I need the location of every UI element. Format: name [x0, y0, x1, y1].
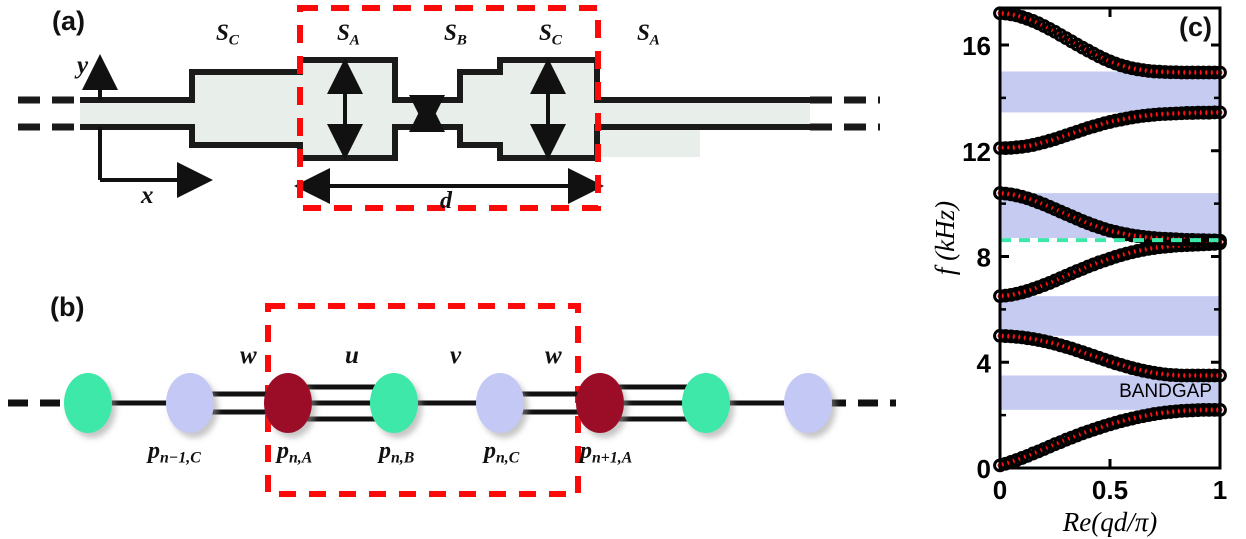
- site-b-2: [682, 373, 730, 433]
- waveguide-body: [80, 60, 810, 158]
- site-label-pn-c-sub: n,C: [496, 449, 520, 467]
- section-label-sc-1-sub: C: [228, 31, 239, 49]
- site-a-1: [576, 373, 624, 433]
- section-label-sc-1: SC: [216, 20, 239, 49]
- site-label-pn-b-sub: n,B: [391, 449, 415, 467]
- coupling-label-v: v: [450, 342, 462, 369]
- site-label-pn-a: pn,A: [277, 438, 312, 467]
- right-dashed-continuation: [810, 96, 880, 131]
- site-label-pn-c: pn,C: [484, 438, 519, 467]
- section-label-sa-1: SA: [337, 20, 360, 49]
- section-label-sb-sub: B: [456, 31, 467, 49]
- section-label-sc-2: SC: [539, 20, 562, 49]
- site-label-pn1-a-sub: n+1,A: [592, 449, 633, 467]
- panel-b-svg: [8, 303, 896, 497]
- section-label-sa-1-sub: A: [349, 31, 360, 49]
- axis-layer: [998, 6, 1222, 470]
- y-axis-title-group: f (kHz): [930, 201, 960, 275]
- site-label-pn-a-sub: n,A: [289, 449, 313, 467]
- y-tick-label-2: 8: [977, 243, 991, 273]
- panel-b-label: (b): [50, 292, 85, 322]
- panel-c-band-structure: 0 4 8 12 16 0 0.5 1 BANDGAP (c) Re(qd/π) f (kHz…: [930, 0, 1246, 539]
- site-label-pn1-a: pn+1,A: [580, 438, 632, 467]
- section-label-sa-1-base: S: [337, 20, 350, 45]
- coupling-label-w-1: w: [240, 342, 257, 369]
- waveguide-outline-top: [80, 57, 810, 103]
- section-label-sb-base: S: [444, 20, 457, 45]
- section-label-sa-2-sub: A: [649, 31, 660, 49]
- site-group: [64, 373, 832, 433]
- y-axis-label-a: y: [77, 52, 89, 79]
- site-label-pn-a-base: p: [277, 438, 289, 464]
- bond-group: [8, 384, 896, 422]
- x-axis-title: Re(qd/π): [1062, 507, 1158, 537]
- x-tick-label-1: 0.5: [1092, 475, 1128, 505]
- panel-a-label: (a): [52, 6, 85, 36]
- section-label-sa-2-base: S: [637, 20, 650, 45]
- x-tick-label-2: 1: [1213, 475, 1227, 505]
- coordinate-axes: [82, 54, 213, 198]
- panel-a-waveguide: (a) SC SA SB SC SA y x d: [0, 0, 920, 270]
- y-axis-title: f (kHz): [930, 201, 960, 275]
- bandgap-caption: BANDGAP: [1119, 381, 1212, 402]
- site-b-0: [64, 373, 112, 433]
- section-label-sb: SB: [444, 20, 467, 49]
- section-label-sa-2: SA: [637, 20, 660, 49]
- site-label-pn-b-base: p: [379, 438, 391, 464]
- site-c-2: [784, 373, 832, 433]
- site-label-pn-1-c-base: p: [148, 438, 160, 464]
- unit-cell-box-b: [265, 303, 581, 497]
- site-label-pn1-a-base: p: [580, 438, 592, 464]
- left-dashed-continuation: [18, 96, 80, 131]
- panel-c-label: (c): [1179, 12, 1212, 42]
- y-tick-label-3: 12: [962, 137, 991, 167]
- coupling-label-w-2: w: [545, 342, 562, 369]
- panel-b-ssh-chain: (b) w u v w pn−1,C pn,A pn,B pn,C pn+1,A: [0, 270, 920, 539]
- site-a-0: [264, 373, 312, 433]
- site-label-pn-c-base: p: [484, 438, 496, 464]
- y-tick-label-1: 4: [977, 348, 992, 378]
- site-c-1: [476, 373, 524, 433]
- section-label-sc-1-base: S: [216, 20, 229, 45]
- site-label-pn-1-c: pn−1,C: [148, 438, 201, 467]
- section-label-sc-2-sub: C: [551, 31, 562, 49]
- tick-label-layer: 0 4 8 12 16 0 0.5 1: [962, 31, 1227, 505]
- site-label-pn-b: pn,B: [379, 438, 414, 467]
- waveguide-outline-bottom: [80, 124, 810, 161]
- x-tick-label-0: 0: [993, 475, 1007, 505]
- site-c-0: [166, 373, 214, 433]
- coupling-label-u: u: [345, 342, 359, 369]
- panel-a-svg: [18, 5, 880, 211]
- y-tick-label-0: 0: [977, 454, 991, 484]
- bandgap-band-1: [1000, 296, 1220, 336]
- site-b-1: [370, 373, 418, 433]
- section-label-sc-2-base: S: [539, 20, 552, 45]
- period-label-d: d: [440, 188, 452, 214]
- panel-c-svg: 0 4 8 12 16 0 0.5 1 BANDGAP (c) Re(qd/π) f (kHz…: [930, 6, 1227, 537]
- site-label-pn-1-c-sub: n−1,C: [160, 449, 201, 467]
- x-axis-label-a: x: [141, 182, 154, 209]
- y-tick-label-4: 16: [962, 31, 991, 61]
